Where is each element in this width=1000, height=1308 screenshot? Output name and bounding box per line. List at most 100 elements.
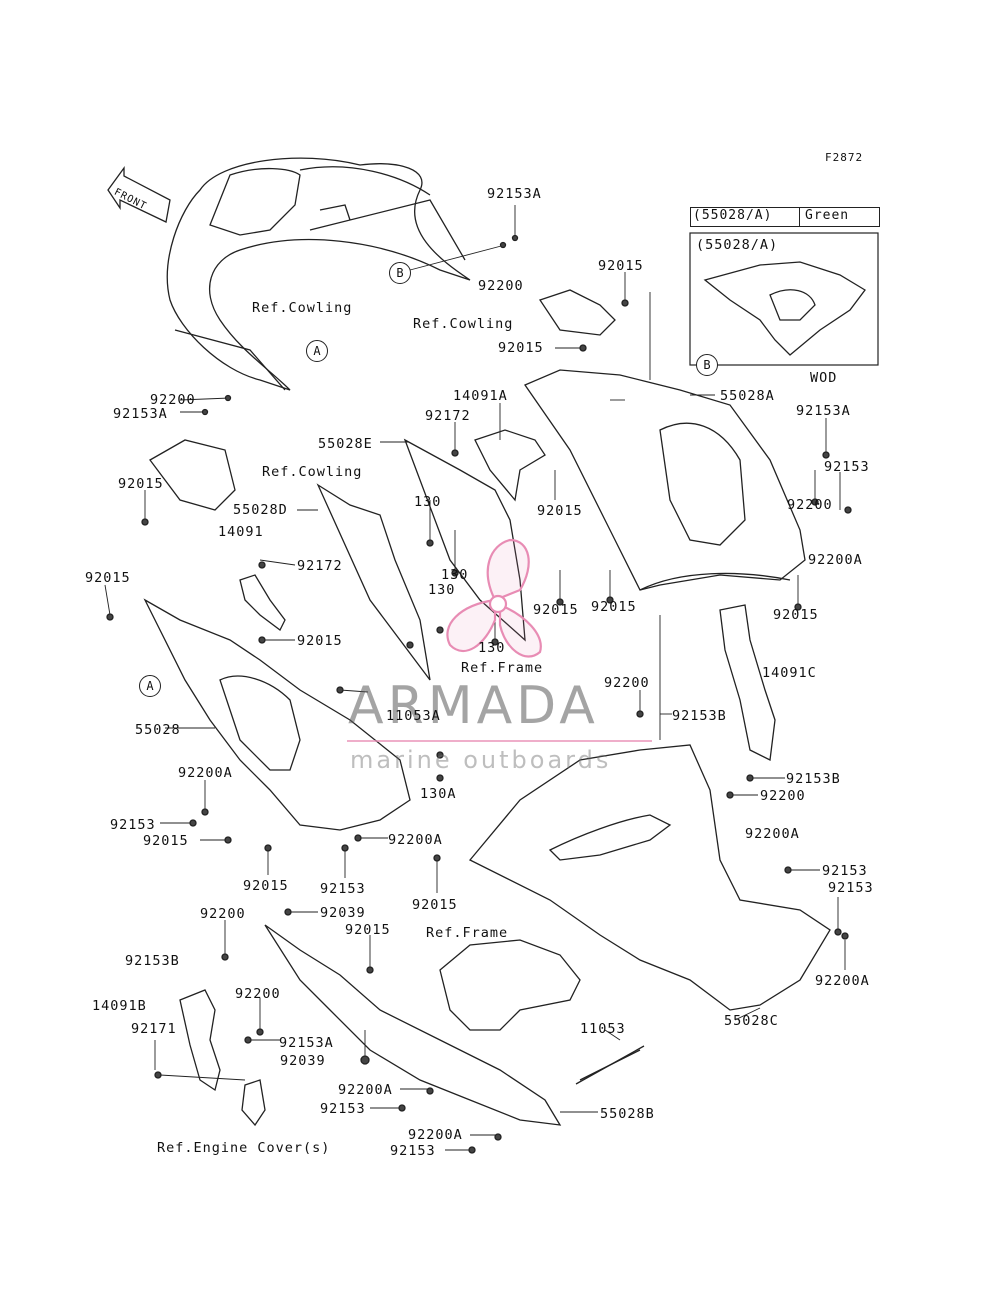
part-label: 92153B — [125, 953, 180, 969]
part-label: 130 — [414, 494, 442, 510]
watermark-tagline: marine outboards — [350, 746, 612, 774]
part-label: 92015 — [143, 833, 189, 849]
bracket-14091B — [179, 989, 221, 1092]
inner-panel-55028E — [403, 438, 526, 642]
bracket-14091C — [719, 604, 776, 761]
part-label: 92200A — [745, 826, 800, 842]
part-label: 130 — [478, 640, 506, 656]
callout-b: B — [696, 354, 718, 376]
part-label: 92015 — [297, 633, 343, 649]
ref-label: Ref.Cowling — [262, 464, 363, 480]
part-label: 55028D — [233, 502, 288, 518]
part-label: 92015 — [498, 340, 544, 356]
part-label: 92153 — [824, 459, 870, 475]
part-label: 55028E — [318, 436, 373, 452]
lower-cowling-55028C — [468, 744, 831, 1011]
rod-11053 — [575, 1045, 645, 1085]
ref-label: Ref.Frame — [426, 925, 509, 941]
inset-code: (55028/A) — [696, 237, 779, 253]
part-label: 92153A — [279, 1035, 334, 1051]
part-label: 55028A — [720, 388, 775, 404]
part-label: 92200A — [808, 552, 863, 568]
legend-table: (55028/A) Green — [690, 207, 880, 227]
part-label: 92153 — [110, 817, 156, 833]
part-label: 92200 — [604, 675, 650, 691]
legend-code: (55028/A) — [693, 208, 773, 223]
bracket-14091A — [474, 429, 546, 502]
part-label: 92200 — [478, 278, 524, 294]
part-label: 55028C — [724, 1013, 779, 1029]
legend-color: Green — [805, 208, 850, 223]
inset-cowling-shape — [703, 261, 866, 356]
part-label: 92200 — [760, 788, 806, 804]
callout-a: A — [139, 675, 161, 697]
part-label: 92200 — [200, 906, 246, 922]
part-label: 92153 — [828, 880, 874, 896]
part-label: 92153 — [320, 1101, 366, 1117]
engine-cover-bracket — [241, 1079, 266, 1127]
part-label: 55028 — [135, 722, 181, 738]
cowling-bracket-shape — [149, 289, 616, 511]
part-label: 92200A — [388, 832, 443, 848]
part-label: 92200A — [408, 1127, 463, 1143]
leader-lines — [104, 205, 846, 1151]
part-label: 92015 — [412, 897, 458, 913]
callout-a: A — [306, 340, 328, 362]
part-label: 92015 — [537, 503, 583, 519]
part-label: 92015 — [533, 602, 579, 618]
part-label: 130A — [420, 786, 457, 802]
lower-cowling-55028B — [264, 924, 562, 1126]
part-label: 130 — [428, 582, 456, 598]
part-label: 92153 — [822, 863, 868, 879]
inset-box — [689, 232, 879, 366]
ref-label: Ref.Engine Cover(s) — [157, 1140, 331, 1156]
part-label: 92039 — [280, 1053, 326, 1069]
frame-shape — [439, 939, 581, 1031]
part-label: 14091A — [453, 388, 508, 404]
part-label: 11053A — [386, 708, 441, 724]
legend-divider — [799, 208, 800, 226]
part-label: 92153B — [786, 771, 841, 787]
part-label: 92153 — [390, 1143, 436, 1159]
watermark-propeller-icon — [446, 538, 542, 658]
part-label: 92153A — [487, 186, 542, 202]
part-label: 92153A — [796, 403, 851, 419]
lower-cowling-55028A — [524, 369, 806, 591]
ref-label: Ref.Cowling — [413, 316, 514, 332]
part-label: 92200 — [787, 497, 833, 513]
ref-label: Ref.Cowling — [252, 300, 353, 316]
watermark-brand: ARMADA — [348, 676, 599, 736]
part-label: 92015 — [591, 599, 637, 615]
callout-b: B — [389, 262, 411, 284]
part-label: 92153B — [672, 708, 727, 724]
part-label: 92171 — [131, 1021, 177, 1037]
part-label: 92153A — [113, 406, 168, 422]
part-label: 92039 — [320, 905, 366, 921]
part-label: 92172 — [297, 558, 343, 574]
part-label: 14091 — [218, 524, 264, 540]
part-label: 92015 — [598, 258, 644, 274]
lower-cowling-55028 — [143, 598, 411, 831]
part-label: 14091C — [762, 665, 817, 681]
part-label: 92015 — [118, 476, 164, 492]
inner-panel-55028D — [316, 483, 431, 681]
bracket-14091 — [239, 574, 286, 631]
part-label: 92200A — [338, 1082, 393, 1098]
part-label: 92015 — [243, 878, 289, 894]
part-label: 92200 — [235, 986, 281, 1002]
figure-code: F2872 — [825, 151, 864, 164]
part-label: 92015 — [345, 922, 391, 938]
part-label: 92172 — [425, 408, 471, 424]
front-arrow-icon — [107, 166, 171, 223]
part-label: 92200A — [815, 973, 870, 989]
part-label: 130 — [441, 567, 469, 583]
inset-caption: WOD — [810, 370, 838, 386]
part-label: 11053 — [580, 1021, 626, 1037]
part-label: 92015 — [773, 607, 819, 623]
part-label: 92200A — [178, 765, 233, 781]
part-label: 92015 — [85, 570, 131, 586]
part-label: 92153 — [320, 881, 366, 897]
watermark-underline — [347, 740, 652, 742]
part-label: 55028B — [600, 1106, 655, 1122]
